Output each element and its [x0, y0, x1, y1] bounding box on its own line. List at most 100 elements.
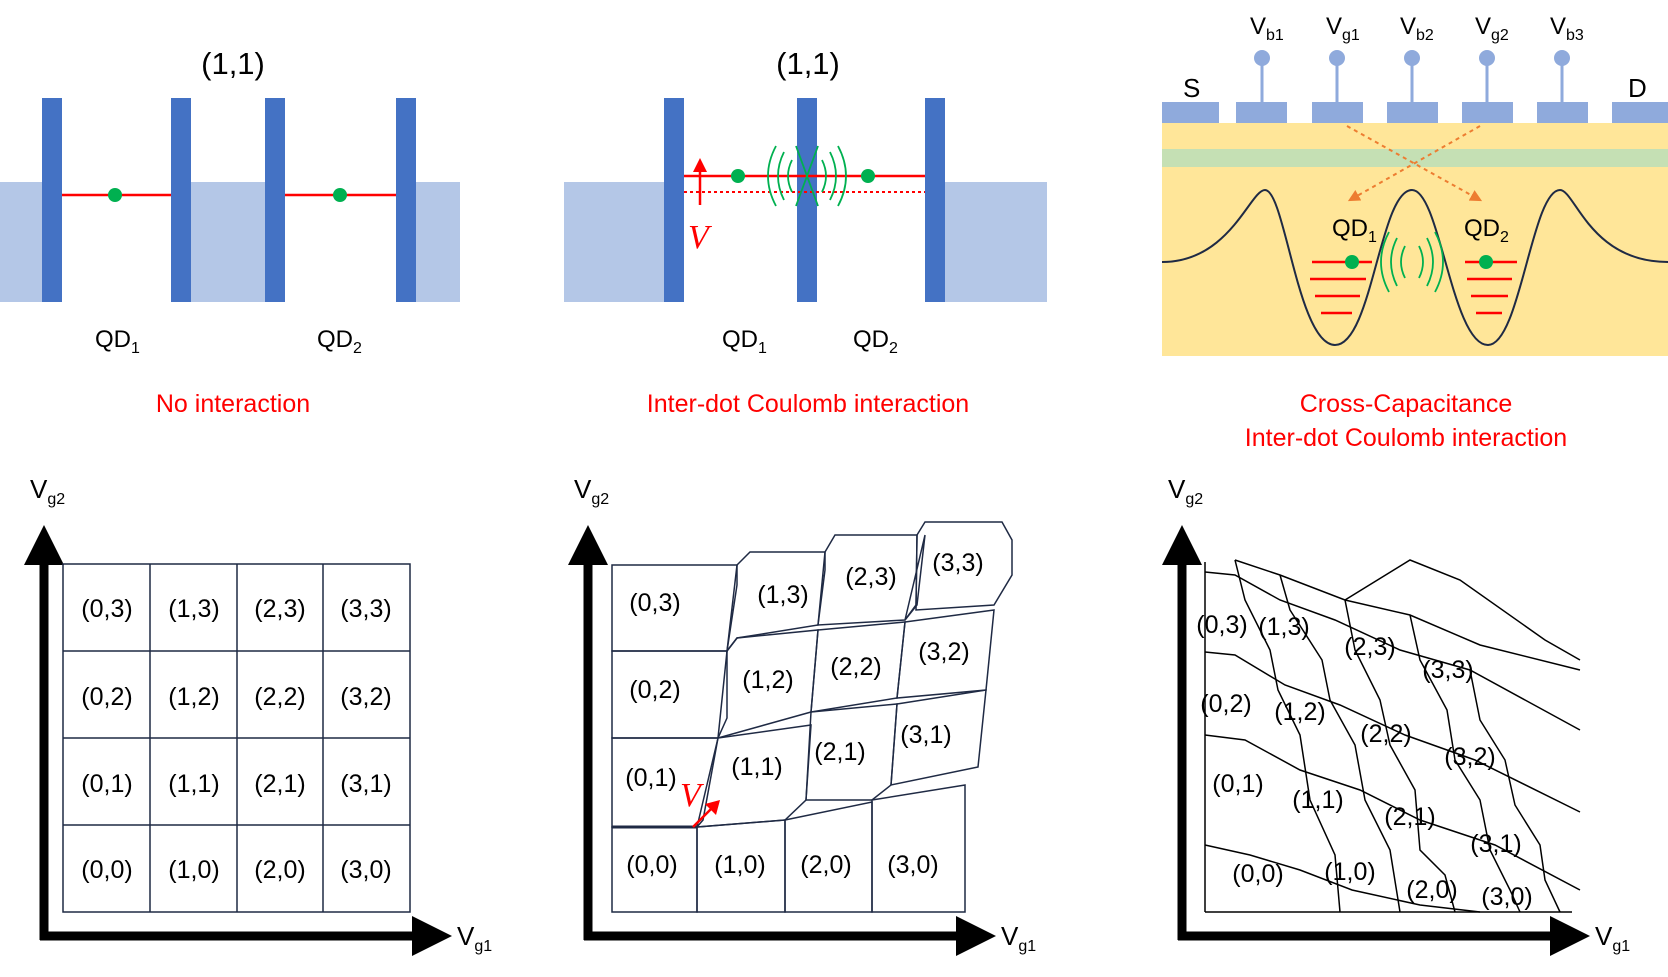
- cell-label: (3,2): [1444, 743, 1495, 771]
- electron-2: [861, 169, 875, 183]
- gate-label-b1: Vb1: [1250, 13, 1284, 44]
- shift-arrow-head: [705, 800, 720, 815]
- cell-label: (2,1): [814, 738, 865, 766]
- qd2-label: QD2: [853, 326, 898, 357]
- cell-label: (1,1): [168, 770, 219, 798]
- panel-device-cross-section: S D Vb1 Vg1 Vb2 Vg2 Vb3: [1161, 13, 1668, 452]
- cell-label: (1,2): [168, 683, 219, 711]
- x-axis: [584, 916, 996, 956]
- state-label: (1,1): [776, 46, 840, 81]
- cell-label: (1,0): [168, 856, 219, 884]
- cell-label: (3,2): [918, 638, 969, 666]
- charge-state-labels: (0,3) (1,3) (2,3) (3,3) (0,2) (1,2) (2,2…: [81, 595, 391, 884]
- gate-label-g2: Vg2: [1475, 13, 1509, 44]
- lead-right: [416, 182, 460, 302]
- cell-label: (3,0): [887, 851, 938, 879]
- cell-label: (2,2): [1360, 720, 1411, 748]
- cell-label: (0,1): [1212, 770, 1263, 798]
- cell-label: (3,3): [932, 549, 983, 577]
- caption-no-interaction: No interaction: [156, 390, 310, 418]
- qd2-label: QD2: [1464, 215, 1509, 246]
- cell-label: (1,2): [742, 666, 793, 694]
- qd1-label: QD1: [95, 326, 140, 357]
- cell-label: (0,1): [625, 764, 676, 792]
- panel-no-interaction: (1,1) QD1 QD2 No interaction: [0, 46, 460, 418]
- cross-capacitance-arrow-1: [1346, 125, 1483, 202]
- y-axis-label: Vg2: [1168, 474, 1203, 508]
- stability-diagram-coulomb: Vg2 Vg1 V: [568, 474, 1036, 956]
- barrier-2: [171, 98, 191, 302]
- y-axis-label: Vg2: [30, 474, 65, 508]
- y-axis: [568, 525, 608, 940]
- cell-label: (0,0): [1232, 860, 1283, 888]
- caption-line2: Inter-dot Coulomb interaction: [1245, 424, 1567, 452]
- x-axis-label: Vg1: [1001, 921, 1036, 955]
- x-axis-label: Vg1: [1595, 921, 1630, 955]
- caption-line1: Cross-Capacitance: [1300, 390, 1513, 418]
- cell-label: (2,0): [800, 851, 851, 879]
- barrier-3: [925, 98, 945, 302]
- coulomb-coupling-waves: [1380, 231, 1444, 293]
- gate-label-b2: Vb2: [1400, 13, 1434, 44]
- shift-arrow-head: [693, 158, 707, 172]
- y-axis-label: Vg2: [574, 474, 609, 508]
- drain-contact: [1612, 102, 1668, 123]
- cell-label: (2,3): [845, 563, 896, 591]
- cell-label: (1,0): [714, 851, 765, 879]
- lead-center: [191, 182, 265, 302]
- lead-left: [0, 182, 42, 302]
- electron-1: [108, 188, 122, 202]
- cell-label: (1,1): [731, 753, 782, 781]
- cell-label: (3,3): [1422, 656, 1473, 684]
- cell-label: (3,0): [1481, 883, 1532, 911]
- charge-state-labels: (0,3) (1,3) (2,3) (3,3) (0,2) (1,2) (2,2…: [625, 549, 983, 879]
- source-contact: [1162, 102, 1219, 123]
- cell-label: (0,1): [81, 770, 132, 798]
- cell-label: (2,2): [254, 683, 305, 711]
- honeycomb-cells: [611, 521, 1013, 913]
- y-axis: [24, 525, 64, 940]
- lead-left: [564, 182, 664, 302]
- qd2-label: QD2: [317, 326, 362, 357]
- source-label: S: [1183, 73, 1200, 103]
- cell-label: (1,0): [1324, 858, 1375, 886]
- x-axis: [40, 916, 452, 956]
- caption-coulomb: Inter-dot Coulomb interaction: [647, 390, 969, 418]
- gate-electrodes: [1236, 50, 1588, 123]
- electron-2: [1479, 255, 1493, 269]
- cell-label: (3,0): [340, 856, 391, 884]
- coulomb-coupling-waves: [767, 145, 847, 207]
- potential-profile: [1161, 188, 1668, 347]
- state-label: (1,1): [201, 46, 265, 81]
- cell-label: (2,1): [254, 770, 305, 798]
- drain-label: D: [1628, 73, 1647, 103]
- x-axis: [1178, 916, 1590, 956]
- grid-lines: [62, 563, 411, 913]
- cell-label: (1,3): [168, 595, 219, 623]
- skewed-honeycomb-lines: [1204, 559, 1581, 913]
- cell-label: (2,3): [254, 595, 305, 623]
- cell-label: (0,3): [81, 595, 132, 623]
- cell-label: (0,3): [1196, 611, 1247, 639]
- cell-label: (3,1): [340, 770, 391, 798]
- lead-right: [945, 182, 1047, 302]
- barrier-1: [42, 98, 62, 302]
- cell-label: (2,1): [1384, 803, 1435, 831]
- barrier-1: [664, 98, 684, 302]
- cell-label: (0,2): [629, 676, 680, 704]
- electron-1: [1345, 255, 1359, 269]
- stability-diagram-no-interaction: Vg2 Vg1 (0,3) (1,3) (2,3) (3,3) (0,2) (1…: [24, 474, 492, 956]
- cell-label: (2,0): [1406, 876, 1457, 904]
- gate-label-b3: Vb3: [1550, 13, 1584, 44]
- cell-label: (2,3): [1344, 633, 1395, 661]
- cell-label: (0,0): [626, 851, 677, 879]
- cell-label: (0,3): [629, 589, 680, 617]
- charge-state-labels: (0,3) (1,3) (2,3) (3,3) (0,2) (1,2) (2,2…: [1196, 611, 1532, 911]
- barrier-2: [797, 98, 817, 302]
- cell-label: (0,0): [81, 856, 132, 884]
- cell-label: (3,3): [340, 595, 391, 623]
- panel-coulomb-interaction: V QD1 QD2 (1,1) Inter-dot Coulomb intera…: [564, 46, 1047, 418]
- cell-label: (3,2): [340, 683, 391, 711]
- cross-capacitance-arrow-2: [1347, 125, 1481, 202]
